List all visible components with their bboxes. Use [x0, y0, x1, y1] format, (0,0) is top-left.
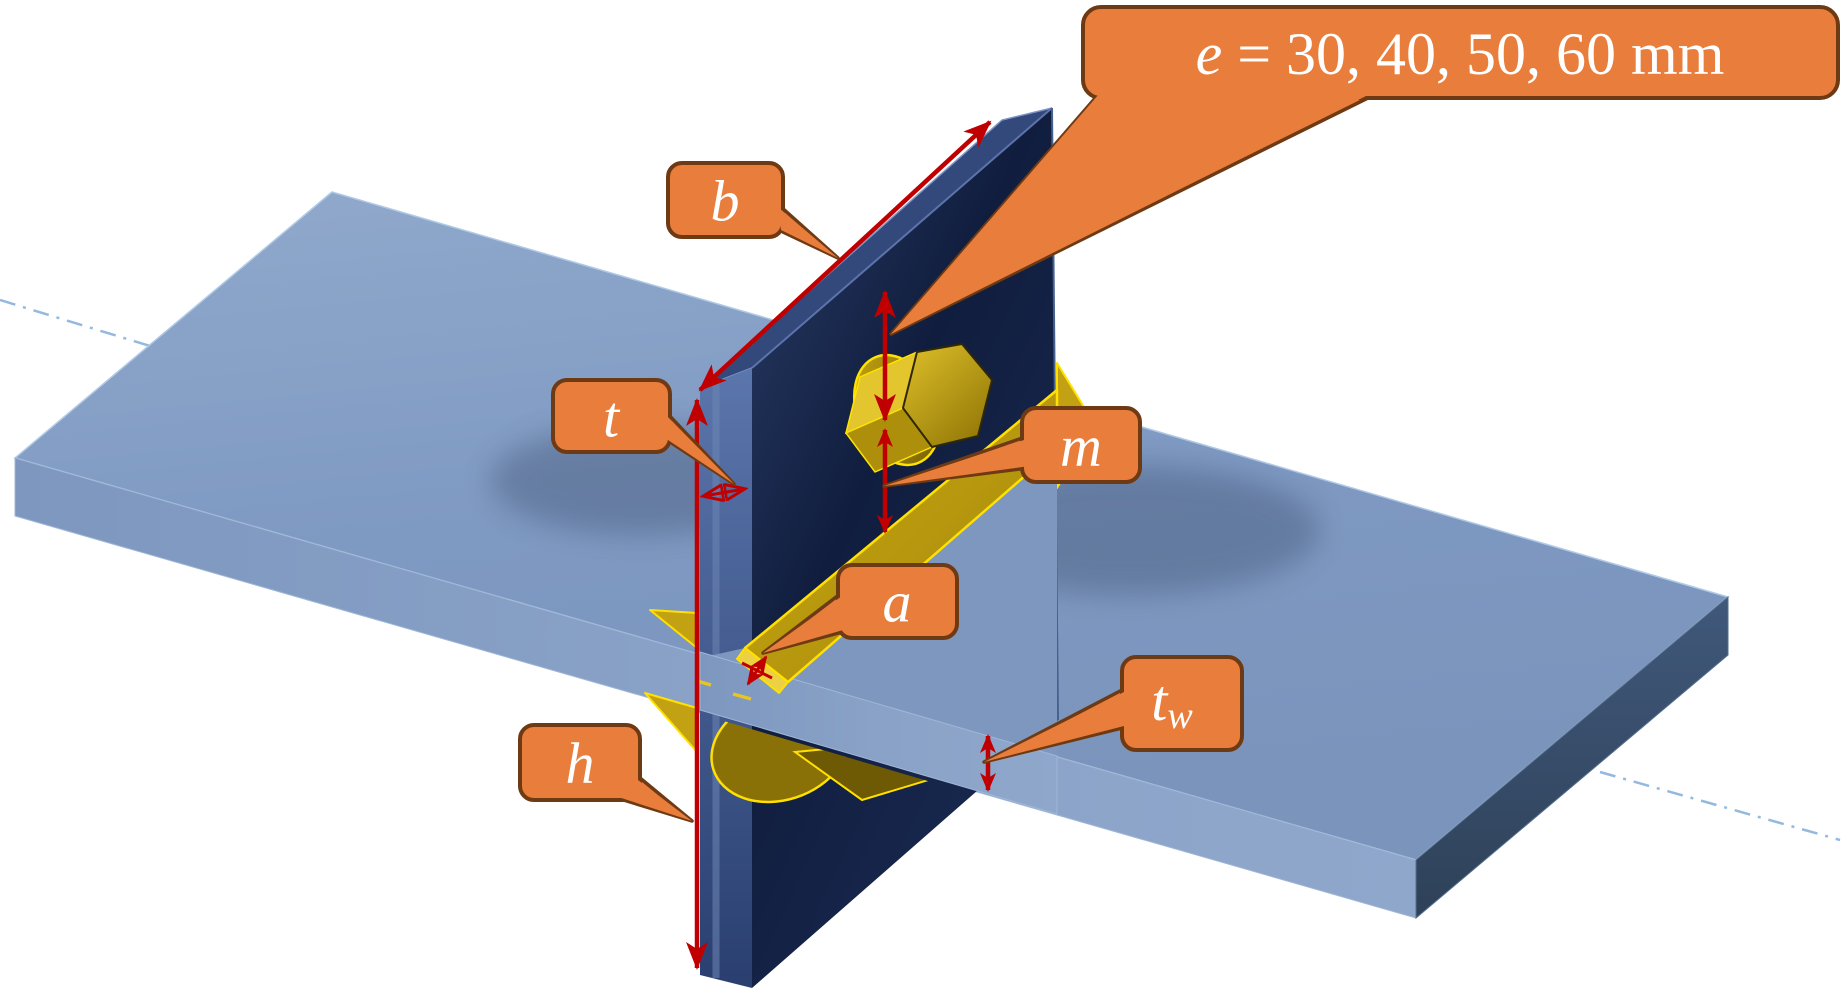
- callout-e-label: e = 30, 40, 50, 60 mm: [1196, 21, 1725, 87]
- callout-t-label: t: [603, 385, 621, 450]
- callout-a-tail-fill: [763, 596, 850, 653]
- web-plate-end-face: [1415, 595, 1729, 920]
- dim-marker-t: [704, 489, 744, 496]
- callout-h: h: [518, 723, 694, 823]
- callout-tw: tw: [982, 655, 1244, 764]
- callout-m-label: m: [1060, 414, 1102, 479]
- callout-h-box: [518, 723, 642, 802]
- callout-m-tail-fill: [884, 438, 1030, 486]
- callout-a: a: [761, 563, 959, 655]
- callout-tw-tail-fill: [984, 692, 1124, 762]
- callout-b-label: b: [711, 169, 740, 234]
- axis-centerline-left: [0, 298, 151, 348]
- callout-h-label: h: [566, 731, 595, 796]
- callout-e-box: [1081, 5, 1840, 100]
- dim-line-b: [698, 120, 992, 392]
- callout-t-box: [551, 378, 672, 454]
- callout-t-tail-fill: [663, 412, 734, 484]
- callout-h-tail-fill: [606, 780, 692, 821]
- callout-a-label: a: [883, 570, 912, 635]
- callout-b: b: [666, 161, 840, 260]
- callout-e-tail-fill: [891, 94, 1370, 334]
- dimension-lines: [686, 120, 996, 970]
- hidden-edge-dash-2: [732, 692, 752, 701]
- callout-t: t: [551, 378, 736, 486]
- callout-m: m: [882, 406, 1142, 488]
- callout-b-tail-fill: [779, 208, 838, 258]
- callout-tw-label: tw: [1151, 668, 1193, 738]
- dim-marker-a-slash: [741, 661, 773, 680]
- axis-centerline-right: [1599, 770, 1841, 842]
- callout-b-box: [666, 161, 785, 239]
- callout-e: e = 30, 40, 50, 60 mm: [889, 5, 1840, 336]
